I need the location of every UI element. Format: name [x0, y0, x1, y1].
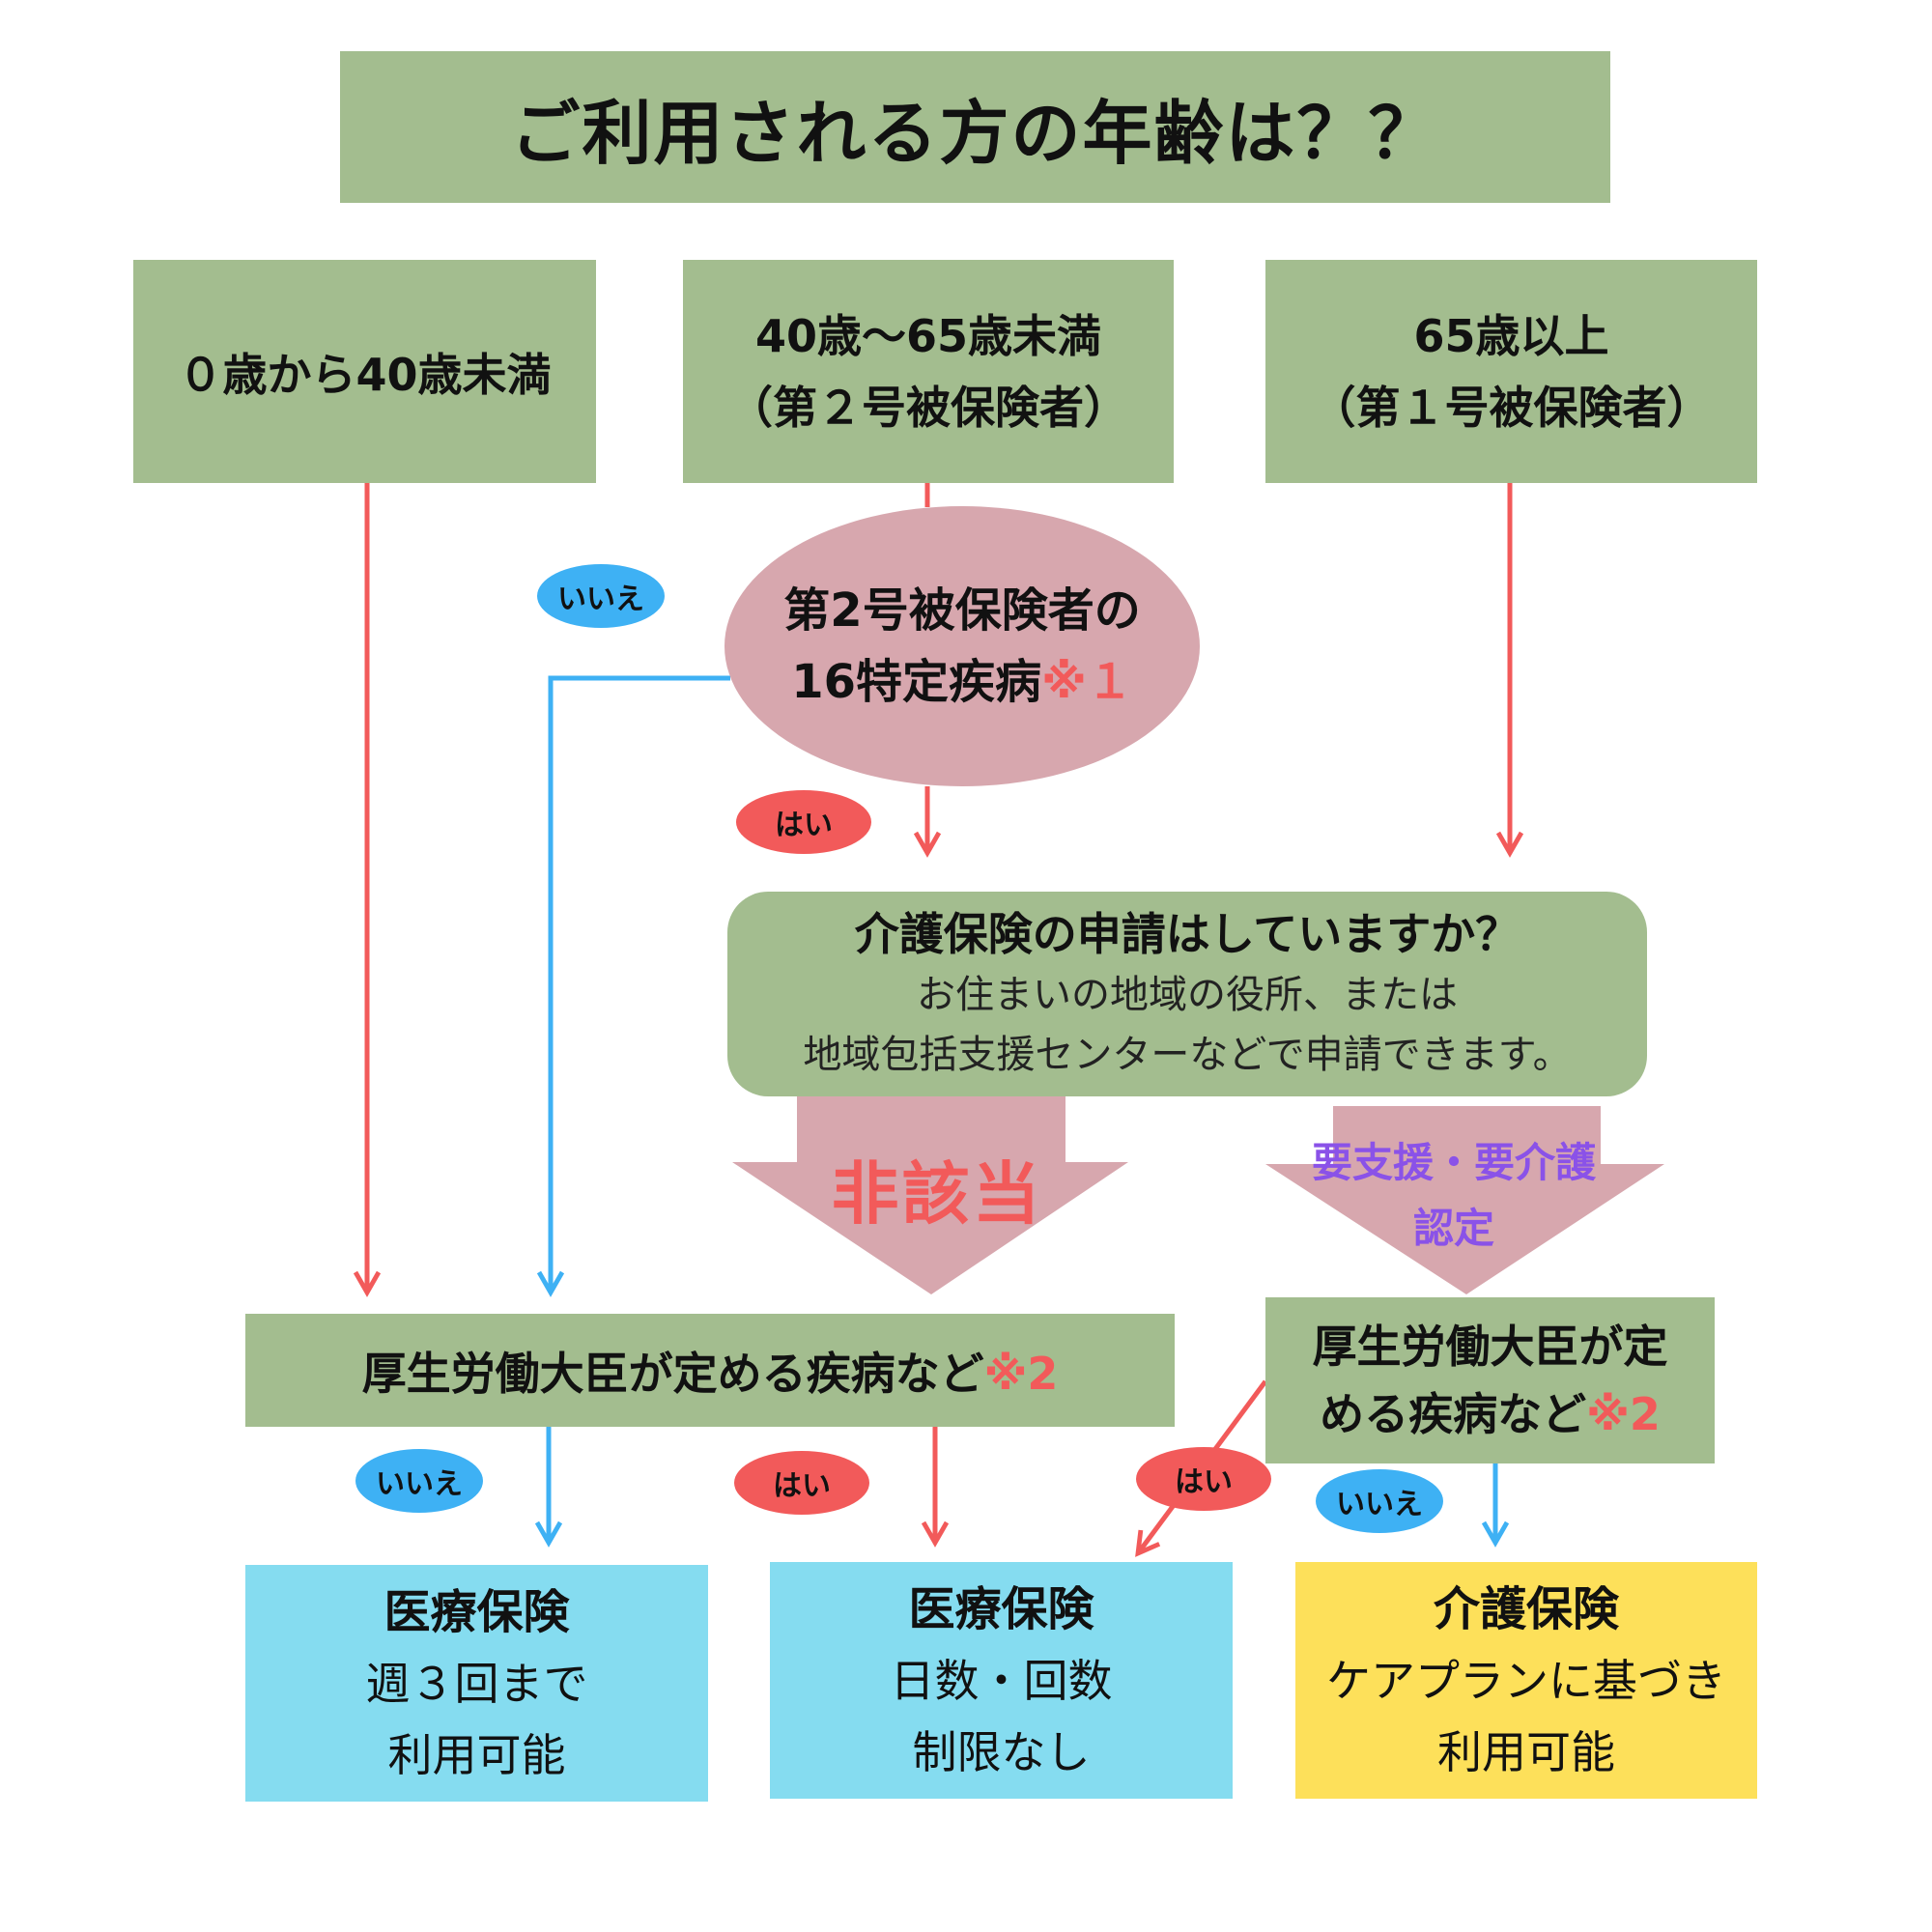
ministry-disease-box-right: 厚生労働大臣が定 める疾病など※2 — [1265, 1297, 1715, 1463]
not-applicable-big-arrow — [732, 1096, 1128, 1294]
ministry-disease-right-line2: める疾病など※2 — [1320, 1388, 1661, 1440]
certified-big-arrow — [1265, 1106, 1664, 1294]
ministry-disease-box-left: 厚生労働大臣が定める疾病など※2 — [245, 1314, 1175, 1427]
result-right-line2: 利用可能 — [1437, 1725, 1615, 1778]
badge-yes-ellipse: はい — [736, 790, 871, 854]
badge-no-ellipse: いいえ — [537, 564, 665, 628]
result-middle-title: 医療保険 — [908, 1581, 1094, 1636]
age-box-under40: ０歳から40歳未満 — [133, 260, 596, 483]
age-box-65plus: 65歳以上 （第１号被保険者） — [1265, 260, 1757, 483]
result-middle-line2: 制限なし — [912, 1725, 1091, 1778]
certification-label-line2: 認定 — [1412, 1205, 1494, 1252]
application-sub-line2: 地域包括支援センターなどで申請できます。 — [803, 1033, 1572, 1077]
ministry-disease-right-line1: 厚生労働大臣が定 — [1312, 1321, 1668, 1373]
line-ellipse-no — [536, 675, 730, 1297]
specific-disease-note: ※１ — [1041, 655, 1133, 709]
result-left-title: 医療保険 — [384, 1584, 570, 1639]
specific-disease-line1: 第2号被保険者の — [783, 583, 1141, 638]
certification-label: 要支援・要介護 認定 — [1275, 1130, 1633, 1262]
certification-label-line1: 要支援・要介護 — [1311, 1139, 1596, 1186]
result-medical-insurance-limited: 医療保険 週３回まで 利用可能 — [245, 1565, 708, 1802]
ministry-disease-left-label: 厚生労働大臣が定める疾病など※2 — [361, 1347, 1059, 1400]
result-middle-line1: 日数・回数 — [890, 1654, 1113, 1707]
application-question-box: 介護保険の申請はしていますか？ お住まいの地域の役所、または 地域包括支援センタ… — [727, 892, 1647, 1096]
age-65plus-range: 65歳以上 — [1413, 309, 1609, 362]
application-question: 介護保険の申請はしていますか？ — [854, 908, 1520, 960]
result-left-line1: 週３回まで — [365, 1657, 588, 1710]
application-sub-line1: お住まいの地域の役所、または — [917, 973, 1458, 1017]
specific-disease-line2: 16特定疾病※１ — [791, 655, 1133, 709]
age-40to65-range: 40歳～65歳未満 — [754, 309, 1102, 362]
not-applicable-label: 非該当 — [831, 1154, 1043, 1234]
page-title: ご利用される方の年齢は？？ — [510, 93, 1440, 174]
title-box: ご利用される方の年齢は？？ — [340, 51, 1610, 203]
badge-yes-disease-left: はい — [734, 1451, 869, 1515]
badge-no-disease-right: いいえ — [1316, 1469, 1443, 1533]
badge-yes-disease-right: はい — [1136, 1447, 1271, 1511]
result-right-line1: ケアプランに基づき — [1326, 1654, 1726, 1707]
ministry-disease-left-note: ※2 — [983, 1347, 1059, 1400]
result-care-insurance: 介護保険 ケアプランに基づき 利用可能 — [1295, 1562, 1757, 1799]
result-right-title: 介護保険 — [1433, 1581, 1619, 1636]
age-under40-label: ０歳から40歳未満 — [178, 348, 552, 401]
age-65plus-category: （第１号被保険者） — [1311, 381, 1712, 434]
age-40to65-category: （第２号被保険者） — [728, 381, 1128, 434]
specific-disease-ellipse: 第2号被保険者の 16特定疾病※１ — [724, 506, 1200, 786]
ministry-disease-right-note: ※2 — [1586, 1388, 1661, 1440]
result-medical-insurance-unlimited: 医療保険 日数・回数 制限なし — [770, 1562, 1233, 1799]
age-box-40to65: 40歳～65歳未満 （第２号被保険者） — [683, 260, 1174, 483]
badge-no-disease-left: いいえ — [355, 1449, 483, 1513]
result-left-line2: 利用可能 — [387, 1728, 566, 1781]
